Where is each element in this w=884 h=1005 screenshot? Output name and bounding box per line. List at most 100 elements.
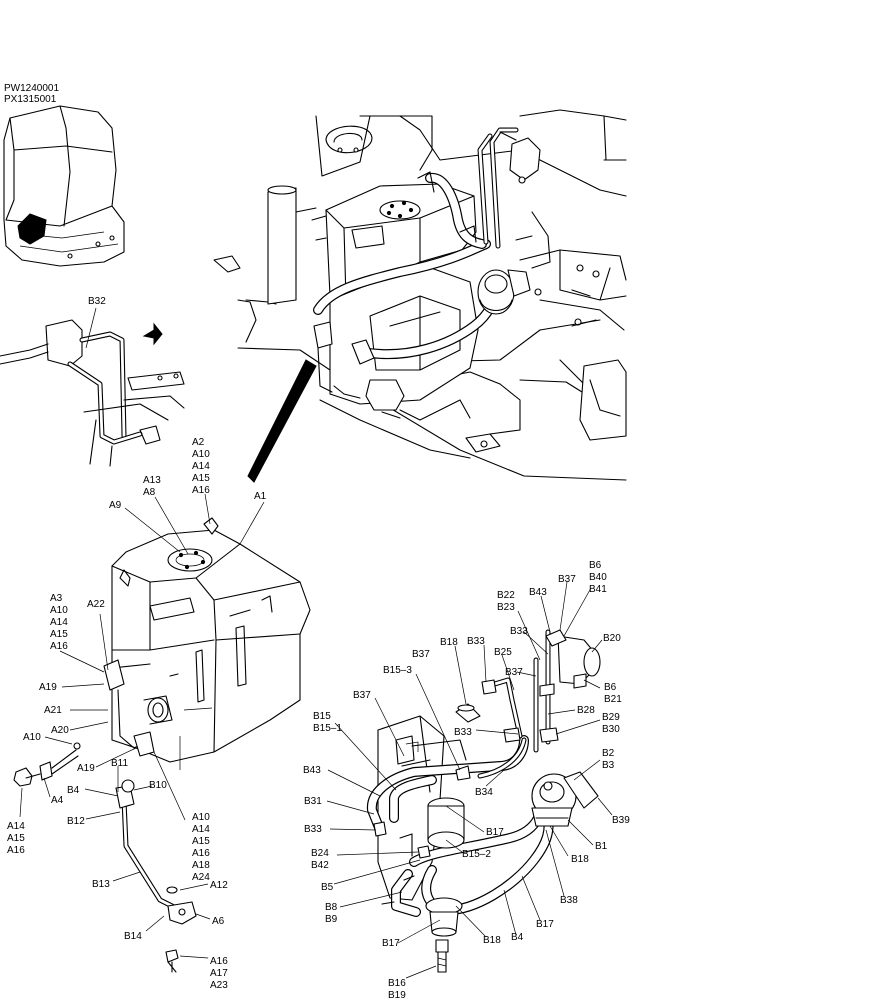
label-a24: A24 — [192, 872, 210, 883]
label-b15: B15 — [313, 711, 331, 722]
label-a16-c: A16 — [7, 845, 25, 856]
label-b40: B40 — [589, 572, 607, 583]
label-b6-top: B6 — [589, 560, 602, 571]
label-b20: B20 — [603, 633, 621, 644]
label-a16-d: A16 — [192, 848, 210, 859]
label-a16-e: A16 — [210, 956, 228, 967]
label-a8: A8 — [143, 487, 156, 498]
machine-locator-thumbnail — [3, 105, 125, 267]
label-a16-b: A16 — [50, 641, 68, 652]
hose-assembly-detail — [366, 629, 601, 973]
label-a3: A3 — [50, 593, 63, 604]
label-a19-mid: A19 — [77, 763, 95, 774]
label-b25: B25 — [494, 647, 512, 658]
label-b11: B11 — [111, 758, 128, 769]
label-b14: B14 — [124, 931, 142, 942]
label-b18-bottom: B18 — [483, 935, 501, 946]
label-a2: A2 — [192, 437, 205, 448]
label-b43-top: B43 — [529, 587, 547, 598]
label-b15-2: B15–2 — [462, 849, 491, 860]
label-b37-left: B37 — [353, 690, 371, 701]
label-b3: B3 — [602, 760, 615, 771]
label-a10: A10 — [192, 449, 210, 460]
label-b31: B31 — [304, 796, 322, 807]
label-b16: B16 — [388, 978, 406, 989]
label-a10-left: A10 — [23, 732, 41, 743]
label-b43-left: B43 — [303, 765, 321, 776]
label-b24: B24 — [311, 848, 329, 859]
label-a13: A13 — [143, 475, 161, 486]
label-a17: A17 — [210, 968, 228, 979]
label-a6: A6 — [212, 916, 225, 927]
label-b10: B10 — [149, 780, 167, 791]
leader-lines — [19, 493, 613, 979]
label-b17-bottom: B17 — [382, 938, 400, 949]
label-b8: B8 — [325, 902, 338, 913]
label-b19: B19 — [388, 990, 406, 1000]
label-a9: A9 — [109, 500, 122, 511]
label-b37-mid: B37 — [505, 667, 523, 678]
label-b21: B21 — [604, 694, 622, 705]
label-a19-top: A19 — [39, 682, 57, 693]
label-b17-mid: B17 — [486, 827, 504, 838]
label-a14-d: A14 — [192, 824, 210, 835]
label-b33-top: B33 — [510, 626, 528, 637]
label-b42: B42 — [311, 860, 329, 871]
label-a10-c: A10 — [192, 812, 210, 823]
label-b22: B22 — [497, 590, 515, 601]
b32-detail-view — [0, 307, 185, 467]
label-b41: B41 — [589, 584, 607, 595]
label-a15: A15 — [192, 473, 210, 484]
doc-code-1: PW1240001 — [4, 83, 59, 94]
label-a15-c: A15 — [7, 833, 25, 844]
label-a14-c: A14 — [7, 821, 25, 832]
fuel-tank-detail — [13, 517, 311, 973]
label-b13: B13 — [92, 879, 110, 890]
label-a15-d: A15 — [192, 836, 210, 847]
label-b30: B30 — [602, 724, 620, 735]
label-a23: A23 — [210, 980, 228, 991]
view-pointer-arrow — [247, 359, 317, 483]
label-a1: A1 — [254, 491, 267, 502]
label-a21: A21 — [44, 705, 62, 716]
label-a16: A16 — [192, 485, 210, 496]
callouts-b-series: B32 B11 B10 B4 B12 B13 B14 B6 B40 B41 B3… — [67, 296, 630, 1001]
label-a10-b: A10 — [50, 605, 68, 616]
label-b15-1: B15–1 — [313, 723, 342, 734]
label-b34: B34 — [475, 787, 493, 798]
label-b12: B12 — [67, 816, 85, 827]
label-b37-upper: B37 — [412, 649, 430, 660]
label-b9: B9 — [325, 914, 338, 925]
machine-top-view — [213, 109, 627, 481]
label-a12: A12 — [210, 880, 228, 891]
label-a20: A20 — [51, 725, 69, 736]
label-b18-right: B18 — [571, 854, 589, 865]
label-a4: A4 — [51, 795, 64, 806]
label-a14-b: A14 — [50, 617, 68, 628]
doc-code-2: PX1315001 — [4, 94, 57, 105]
label-b17-right: B17 — [536, 919, 554, 930]
label-b28: B28 — [577, 705, 595, 716]
label-b29: B29 — [602, 712, 620, 723]
label-b4-left: B4 — [67, 785, 80, 796]
label-b4-bottom: B4 — [511, 932, 524, 943]
label-b2: B2 — [602, 748, 615, 759]
label-a15-b: A15 — [50, 629, 68, 640]
label-a22: A22 — [87, 599, 105, 610]
label-a14: A14 — [192, 461, 210, 472]
label-b5: B5 — [321, 882, 334, 893]
label-b39: B39 — [612, 815, 630, 826]
label-b32: B32 — [88, 296, 106, 307]
label-a18: A18 — [192, 860, 210, 871]
label-b6-right: B6 — [604, 682, 617, 693]
label-b15-3: B15–3 — [383, 665, 412, 676]
label-b33-left: B33 — [304, 824, 322, 835]
label-b1: B1 — [595, 841, 608, 852]
label-b33-mid: B33 — [454, 727, 472, 738]
callouts-a-series: A1 A2 A10 A14 A15 A16 A13 A8 A9 A22 A3 A… — [7, 437, 267, 991]
label-b33-second: B33 — [467, 636, 485, 647]
label-b37-top: B37 — [558, 574, 576, 585]
label-b23: B23 — [497, 602, 515, 613]
